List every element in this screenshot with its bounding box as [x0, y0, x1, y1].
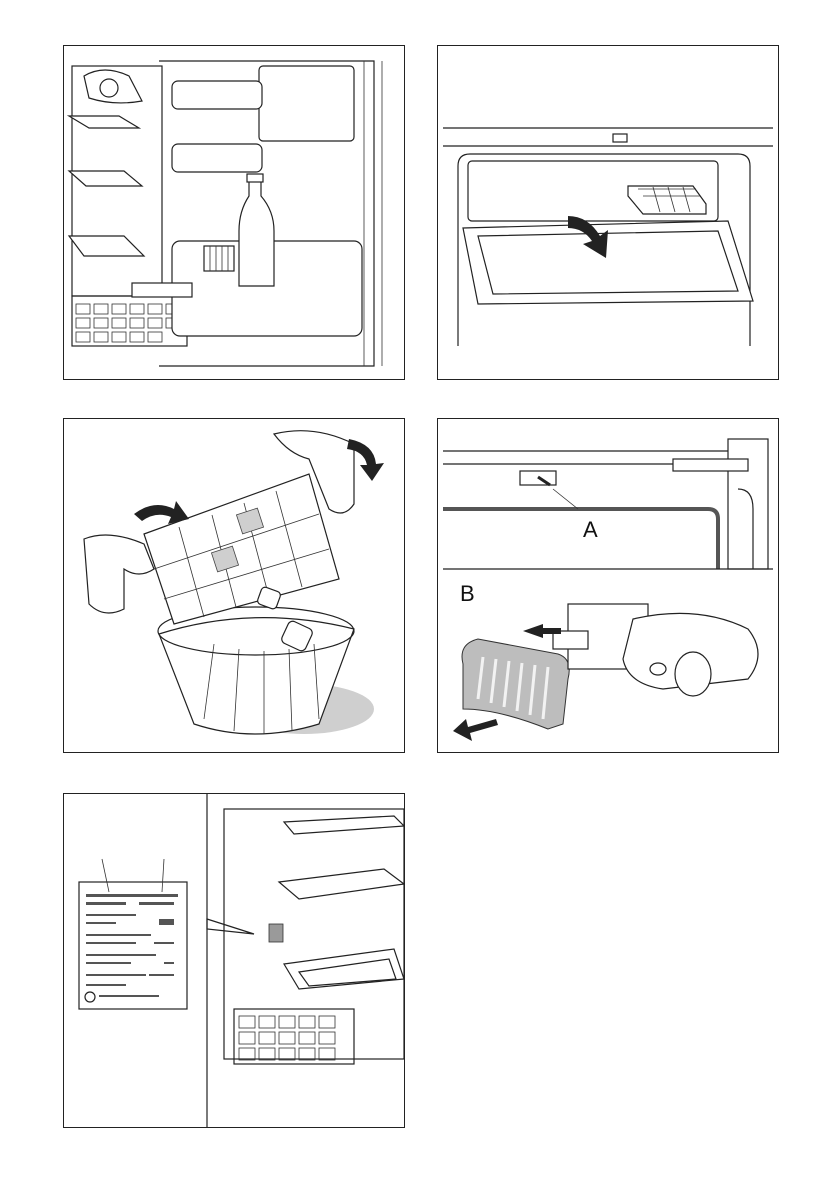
callout-label-b: B — [460, 581, 475, 607]
ice-tray-illustration — [64, 419, 404, 752]
callout-label-a: A — [583, 517, 598, 543]
figure-door-shelves — [63, 45, 405, 380]
door-shelves-illustration — [64, 46, 404, 379]
figure-rating-plate — [63, 793, 405, 1128]
figure-ice-cube-tray — [63, 418, 405, 753]
freezer-illustration — [438, 46, 778, 379]
figure-freezer-compartment — [437, 45, 779, 380]
figure-light-bulb: A B — [437, 418, 779, 753]
rating-plate-illustration — [64, 794, 404, 1127]
light-bulb-illustration — [438, 419, 778, 752]
